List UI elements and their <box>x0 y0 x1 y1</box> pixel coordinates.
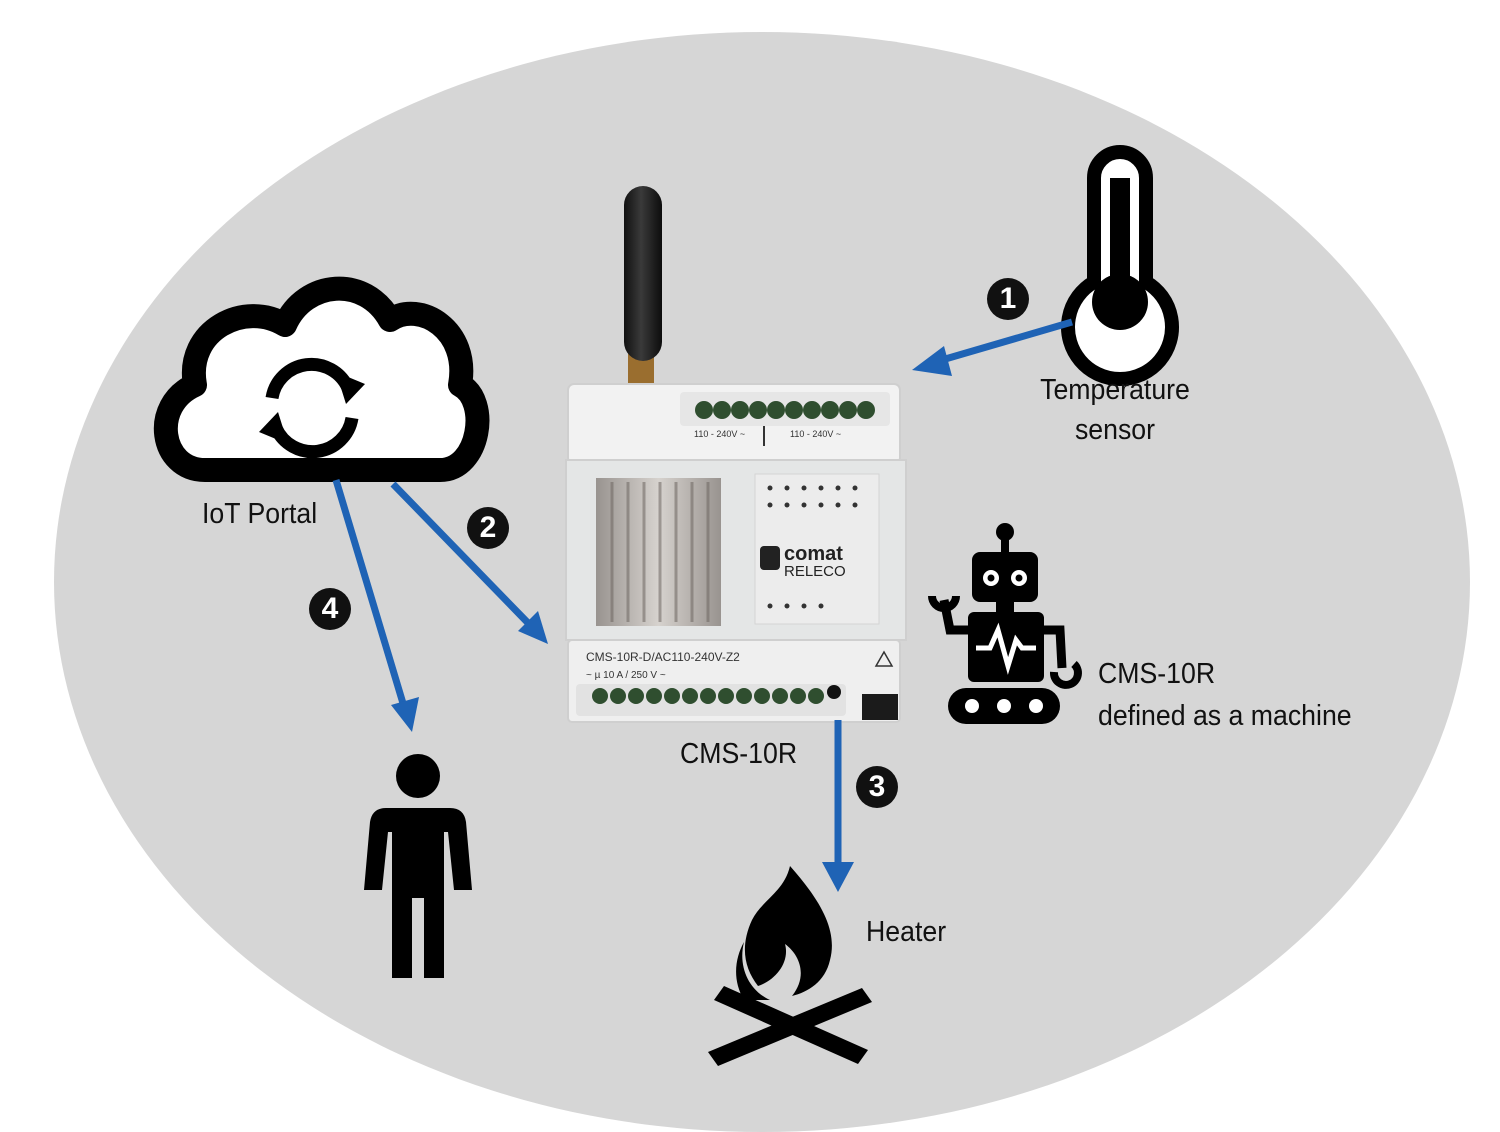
device-brand-top: comat <box>784 543 843 565</box>
step-badge-3: 3 <box>856 766 898 808</box>
step-badge-2: 2 <box>467 507 509 549</box>
cloud-sync-icon <box>153 276 490 482</box>
device-top-left-voltage: 110 - 240V ~ <box>694 429 745 439</box>
iot-portal-label: IoT Portal <box>202 498 318 530</box>
arrowhead-device-to-heater <box>822 862 854 892</box>
step-badge-4: 4 <box>309 588 351 630</box>
machine-label-line2: defined as a machine <box>1098 700 1352 732</box>
antenna-icon <box>624 186 662 385</box>
arrowhead-sensor-to-device <box>912 346 952 376</box>
arrows <box>332 318 1073 868</box>
thermometer-icon <box>1061 145 1179 387</box>
arrowheads <box>391 346 952 892</box>
arrow-portal-to-device <box>390 481 533 628</box>
device-name-label: CMS-10R <box>680 738 798 770</box>
arrowhead-portal-to-person <box>391 697 419 732</box>
temperature-sensor-label-line2: sensor <box>1074 414 1156 446</box>
device-top-right-voltage: 110 - 240V ~ <box>790 429 841 439</box>
temperature-sensor-label-line1: Temperature <box>1040 374 1190 406</box>
person-icon <box>364 754 472 978</box>
arrow-portal-to-person <box>332 478 409 712</box>
cms-10r-device: comat RELECO 110 - 240V ~ 110 - 240V ~ C… <box>565 383 907 723</box>
step-badge-1: 1 <box>987 278 1029 320</box>
arrowhead-portal-to-device <box>518 611 548 644</box>
device-brand-bottom: RELECO <box>784 563 846 580</box>
machine-label-line1: CMS-10R <box>1098 658 1216 690</box>
heater-label: Heater <box>866 916 947 948</box>
robot-icon <box>928 523 1082 724</box>
arrow-sensor-to-device <box>934 318 1073 366</box>
campfire-icon <box>708 866 872 1066</box>
device-rating: ~ µ 10 A / 250 V ~ <box>586 670 666 681</box>
device-model: CMS-10R-D/AC110-240V-Z2 <box>586 650 740 664</box>
